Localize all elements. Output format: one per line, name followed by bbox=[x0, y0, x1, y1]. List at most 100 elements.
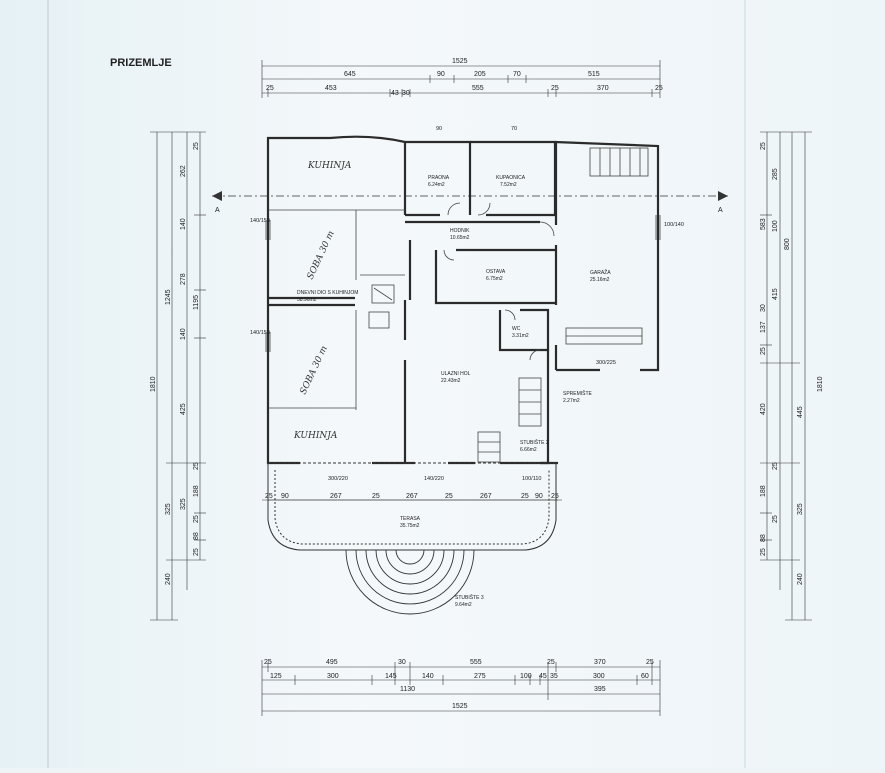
dim-label: 583 bbox=[760, 218, 767, 230]
opening-label: 100/110 bbox=[522, 476, 541, 482]
dim-label: 25 bbox=[372, 493, 380, 500]
room-area: 58.96m2 bbox=[297, 297, 317, 303]
stair-3 bbox=[345, 549, 475, 615]
left-dimension-lines bbox=[150, 131, 206, 621]
dim-label: 25 bbox=[772, 515, 779, 523]
section-arrow-icon bbox=[718, 191, 728, 201]
opening-label: 140/150 bbox=[250, 218, 270, 224]
dim-right-total: 1810 bbox=[817, 376, 824, 392]
dim-label: 25 bbox=[264, 659, 272, 666]
room-area: 3.31m2 bbox=[512, 333, 529, 339]
room-area: 10.65m2 bbox=[450, 235, 470, 241]
dim-label: 278 bbox=[180, 273, 187, 285]
dim-label: 25 bbox=[193, 462, 200, 470]
dim-label: 267 bbox=[480, 493, 492, 500]
section-arrow-icon bbox=[212, 191, 222, 201]
handwritten-note: SOBA 30 m bbox=[306, 230, 337, 282]
dim-label: 555 bbox=[470, 659, 482, 666]
dim-label: 370 bbox=[594, 659, 606, 666]
dim-top-total: 1525 bbox=[452, 58, 468, 65]
section-mark: A bbox=[718, 207, 723, 214]
dim-label: 1130 bbox=[400, 686, 415, 693]
room-area: 25.16m2 bbox=[590, 277, 610, 283]
room-name: WC bbox=[512, 326, 521, 332]
dim-label: 25 bbox=[445, 493, 453, 500]
dim-label: 1195 bbox=[193, 295, 200, 310]
dim-label: 25 bbox=[193, 515, 200, 523]
dim-bottom-total: 1525 bbox=[452, 703, 468, 710]
dim-label: 188 bbox=[193, 485, 200, 497]
dim-label: 188 bbox=[760, 485, 767, 497]
room-area: 35.75m2 bbox=[400, 523, 420, 529]
dim-label: 240 bbox=[797, 573, 804, 585]
handwritten-note: KUHINJA bbox=[293, 431, 338, 441]
handwritten-note: KUHINJA bbox=[307, 161, 352, 171]
dim-label: 88 bbox=[760, 534, 767, 542]
dim-label: 140 bbox=[180, 218, 187, 230]
opening-label: 300/220 bbox=[328, 476, 348, 482]
dim-label: 25 bbox=[547, 659, 555, 666]
dim-label: 25 bbox=[551, 493, 559, 500]
dim-left-total: 1810 bbox=[150, 376, 157, 392]
room-area: 6.66m2 bbox=[520, 447, 537, 453]
right-dimension-lines bbox=[760, 131, 812, 621]
dim-label: 125 bbox=[270, 673, 282, 680]
dim-label: 145 bbox=[385, 673, 397, 680]
dim-label: 325 bbox=[165, 503, 172, 515]
opening-label: 70 bbox=[511, 126, 517, 132]
dim-label: 25 bbox=[266, 85, 274, 92]
dim-label: 90 bbox=[281, 493, 289, 500]
dim-label: 25 bbox=[193, 142, 200, 150]
room-area: 6.24m2 bbox=[428, 182, 445, 188]
dim-label: 140 bbox=[422, 673, 434, 680]
dim-label: 325 bbox=[797, 503, 804, 515]
bottom-dimension-lines bbox=[261, 660, 661, 716]
dim-label: 25 bbox=[646, 659, 654, 666]
dim-label: 35 bbox=[550, 673, 558, 680]
room-name: GARAŽA bbox=[590, 268, 611, 276]
dim-label: 25 bbox=[760, 548, 767, 556]
dim-label: 88 bbox=[193, 532, 200, 540]
room-area: 6.75m2 bbox=[486, 276, 503, 282]
room-name: STUBIŠTE 3 bbox=[455, 594, 484, 601]
dim-label: 60 bbox=[641, 673, 649, 680]
opening-label: 90 bbox=[436, 126, 442, 132]
dim-label: 25 bbox=[551, 85, 559, 92]
dim-label: 555 bbox=[472, 85, 484, 92]
dim-label: 415 bbox=[772, 288, 779, 300]
dim-label: 267 bbox=[330, 493, 342, 500]
opening-label: 300/225 bbox=[596, 360, 616, 366]
dim-label: 25 bbox=[521, 493, 529, 500]
dim-label: 445 bbox=[797, 406, 804, 418]
dim-label: 25 bbox=[265, 493, 273, 500]
dim-label: 25 bbox=[760, 347, 767, 355]
dim-label: 25 bbox=[655, 85, 663, 92]
dim-label: 325 bbox=[180, 498, 187, 510]
dim-label: 90 bbox=[535, 493, 543, 500]
dim-label: 30 bbox=[398, 659, 406, 666]
room-name: TERASA bbox=[400, 516, 421, 522]
dim-label: 300 bbox=[593, 673, 605, 680]
room-name: SPREMIŠTE bbox=[563, 390, 593, 397]
room-name: OSTAVA bbox=[486, 269, 506, 275]
plan-title: PRIZEMLJE bbox=[110, 57, 172, 69]
dim-label: 395 bbox=[594, 686, 606, 693]
dim-label: 25 bbox=[760, 142, 767, 150]
dim-label: 70 bbox=[513, 71, 521, 78]
opening-label: 100/140 bbox=[664, 222, 684, 228]
dim-label: 425 bbox=[180, 403, 187, 415]
dim-label: 420 bbox=[760, 403, 767, 415]
interior-lines bbox=[265, 147, 661, 463]
room-name: ULAZNI HOL bbox=[441, 371, 471, 377]
dim-label: 25 bbox=[772, 462, 779, 470]
room-name: HODNIK bbox=[450, 228, 470, 234]
dim-label: 25 bbox=[193, 548, 200, 556]
dim-label: 140 bbox=[180, 328, 187, 340]
dim-label: 495 bbox=[326, 659, 338, 666]
opening-label: 140/150 bbox=[250, 330, 270, 336]
room-name: DNEVNI DIO S KUHINJOM bbox=[297, 290, 358, 296]
dim-label: 100 bbox=[520, 673, 532, 680]
room-name: KUPAONICA bbox=[496, 175, 526, 181]
dim-label: 43 bbox=[391, 90, 399, 97]
